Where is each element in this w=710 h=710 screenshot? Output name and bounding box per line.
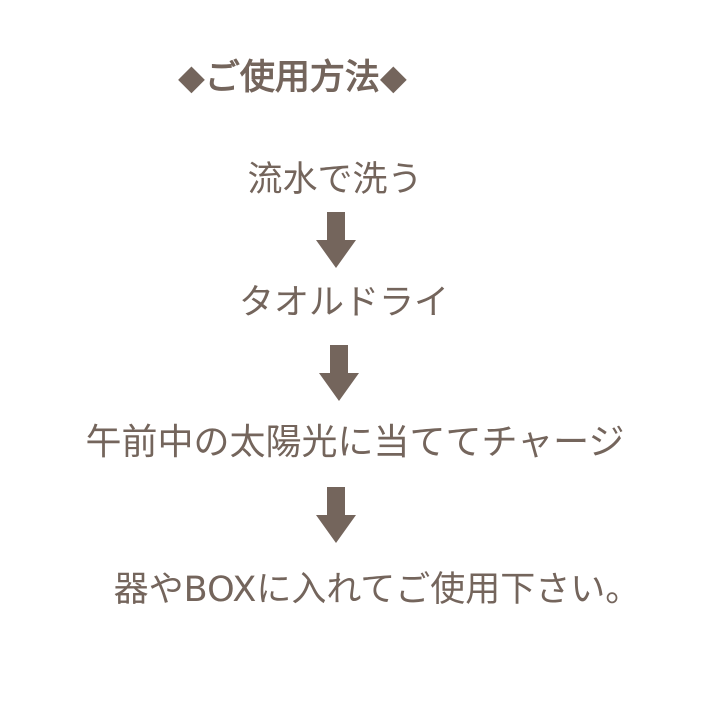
step-store-and-use: 器やBOXに入れてご使用下さい。 — [113, 570, 641, 610]
arrow-shape — [319, 345, 359, 401]
step-rinse: 流水で洗う — [247, 160, 423, 200]
down-arrow-icon — [319, 345, 359, 401]
down-arrow-icon — [316, 212, 356, 268]
step-towel-dry: タオルドライ — [238, 283, 449, 323]
arrow-shape — [316, 487, 356, 543]
arrow-shape — [316, 212, 356, 268]
page-title: ◆ご使用方法◆ — [178, 58, 407, 98]
down-arrow-icon — [316, 487, 356, 543]
step-sunlight-charge: 午前中の太陽光に当ててチャージ — [85, 422, 625, 463]
